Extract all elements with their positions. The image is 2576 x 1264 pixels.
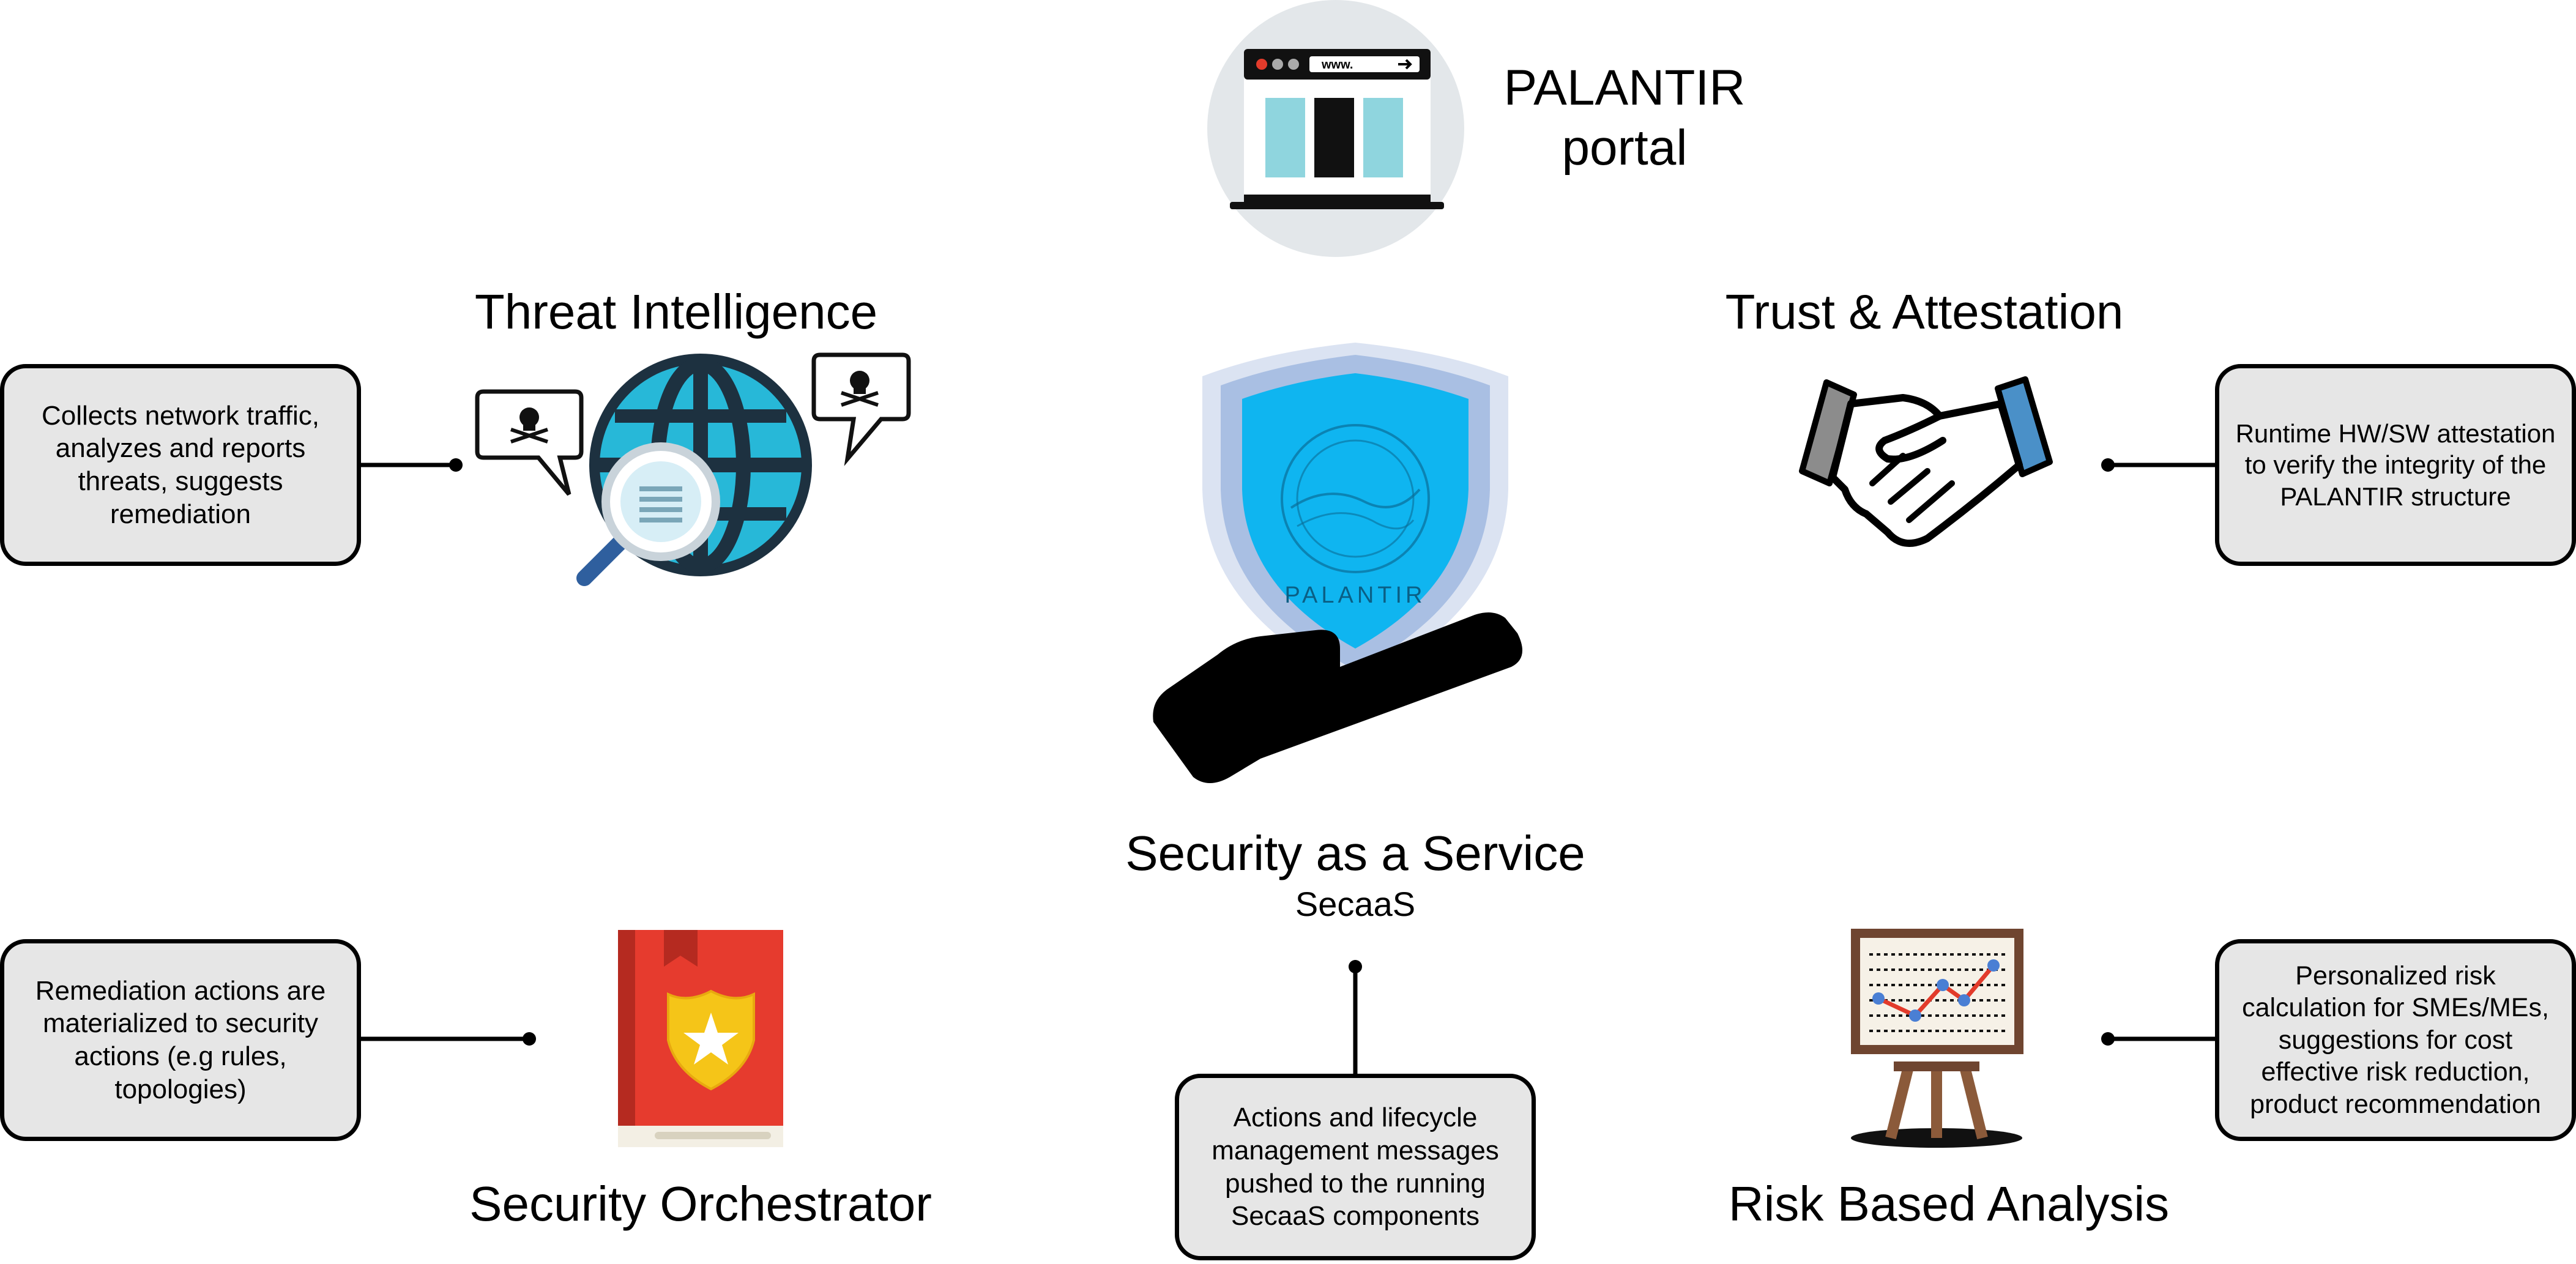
connector-threat-intelligence [359, 458, 463, 472]
risk-based-analysis-description: Personalized risk calculation for SMEs/M… [2215, 939, 2576, 1141]
risk-based-analysis-title: Risk Based Analysis [1728, 1177, 2170, 1231]
handshake-icon [1799, 376, 2053, 547]
connector-security-orchestrator [359, 1032, 536, 1046]
description-line: product recommendation [2250, 1089, 2541, 1119]
description-line: analyzes and reports [55, 433, 306, 464]
magnifier-icon [576, 442, 720, 586]
shield-icon: PALANTIR [1202, 343, 1508, 685]
connector-risk-based-analysis [2101, 1032, 2218, 1046]
browser-window-icon: www. [1207, 0, 1464, 257]
hand-icon [1153, 612, 1522, 783]
security-orchestrator-title: Security Orchestrator [469, 1177, 932, 1231]
description-line: pushed to the running [1225, 1168, 1486, 1199]
description-line: suggestions for cost [2278, 1025, 2513, 1055]
portal-title: PALANTIR [1503, 60, 1746, 116]
threat-intelligence-title: Threat Intelligence [474, 284, 878, 339]
description-line: to verify the integrity of the [2244, 450, 2547, 480]
skull-speech-bubble-icon-right [811, 352, 911, 466]
description-line: management messages [1212, 1135, 1499, 1165]
description-line: materialized to security [43, 1008, 318, 1039]
connector-secaas-actions [1349, 960, 1362, 1078]
portal-label: PALANTIR portal [1481, 58, 1768, 179]
trust-attestation-title: Trust & Attestation [1725, 284, 2124, 339]
secaas-subtitle: SecaaS [1295, 885, 1416, 923]
description-line: Personalized risk [2295, 961, 2496, 991]
description-line: remediation [110, 499, 251, 529]
secaas-actions-description: Actions and lifecycle management message… [1175, 1074, 1536, 1260]
description-line: effective risk reduction, [2261, 1057, 2530, 1087]
description-line: Runtime HW/SW attestation [2235, 419, 2556, 448]
shield-logo-text: PALANTIR [1284, 582, 1426, 608]
description-line: actions (e.g rules, [74, 1041, 287, 1071]
security-book-icon [618, 930, 783, 1147]
description-line: Collects network traffic, [41, 400, 319, 431]
description-line: topologies) [114, 1074, 247, 1104]
description-line: Actions and lifecycle [1233, 1102, 1478, 1133]
trust-attestation-description: Runtime HW/SW attestation to verify the … [2215, 364, 2576, 566]
connector-trust-attestation [2101, 458, 2218, 472]
description-line: SecaaS components [1230, 1201, 1480, 1232]
secaas-title: Security as a Service [1125, 826, 1585, 880]
url-text: www. [1321, 58, 1353, 72]
description-line: calculation for SMEs/MEs, [2242, 993, 2549, 1023]
description-line: PALANTIR structure [2280, 481, 2511, 511]
description-line: threats, suggests [78, 466, 283, 496]
chart-easel-icon [1851, 929, 2023, 1148]
security-orchestrator-description: Remediation actions are materialized to … [0, 939, 361, 1141]
portal-subtitle: portal [1562, 120, 1688, 176]
skull-speech-bubble-icon [475, 389, 584, 496]
description-line: Remediation actions are [35, 975, 326, 1006]
threat-intelligence-description: Collects network traffic, analyzes and r… [0, 364, 361, 566]
